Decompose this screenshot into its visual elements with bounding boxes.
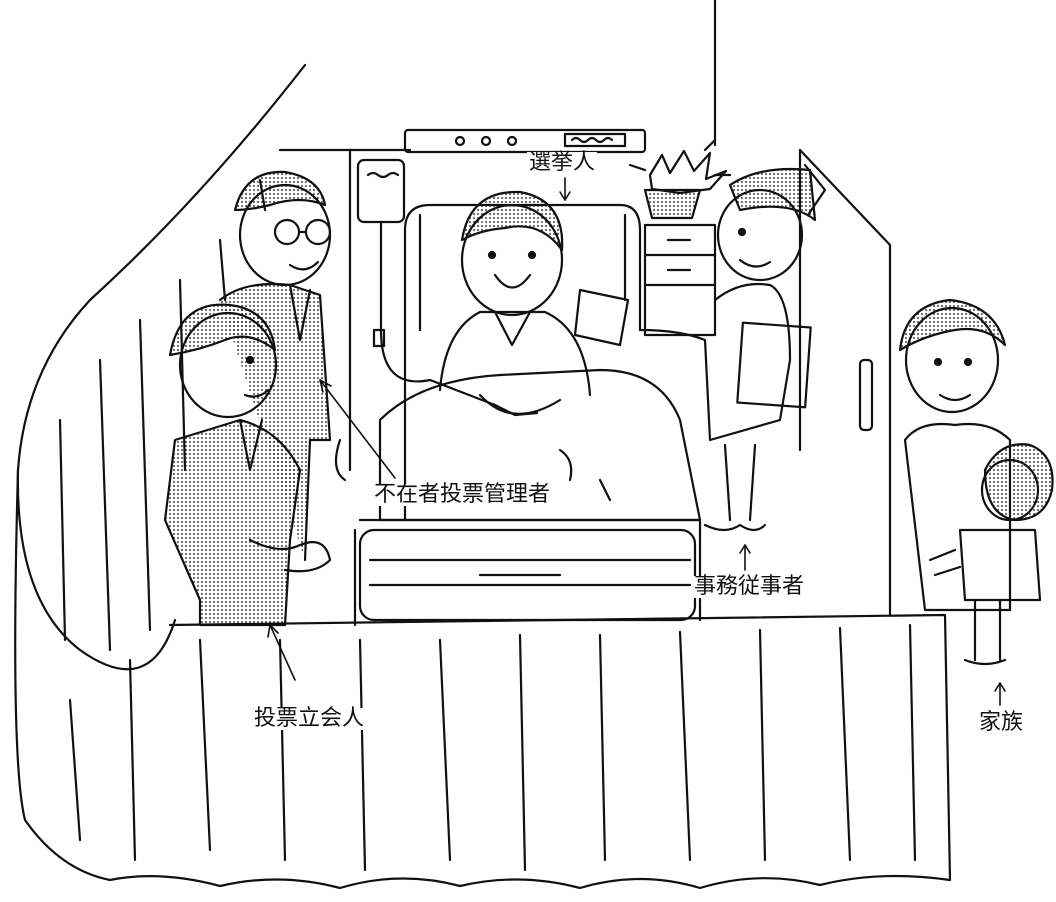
privacy-curtain bbox=[14, 63, 952, 890]
absentee-manager-figure bbox=[218, 170, 332, 562]
label-clerk: 事務従事者 bbox=[692, 574, 807, 599]
label-voter: 選挙人 bbox=[527, 150, 598, 175]
flower-basket bbox=[628, 138, 732, 220]
label-leaders bbox=[267, 177, 1006, 706]
iv-drip-stand bbox=[278, 148, 497, 482]
bedside-cabinet bbox=[643, 223, 717, 337]
family-figures bbox=[898, 298, 1054, 666]
manager-pointer bbox=[319, 379, 396, 479]
clerk-figure bbox=[573, 163, 827, 532]
back-wall-panel bbox=[403, 128, 647, 154]
voter-figure bbox=[438, 190, 592, 417]
hospital-bed bbox=[353, 203, 702, 627]
witness-pointer bbox=[269, 624, 296, 681]
label-witness: 投票立会人 bbox=[252, 706, 367, 731]
label-family: 家族 bbox=[977, 710, 1026, 735]
label-absentee-manager: 不在者投票管理者 bbox=[372, 482, 553, 507]
